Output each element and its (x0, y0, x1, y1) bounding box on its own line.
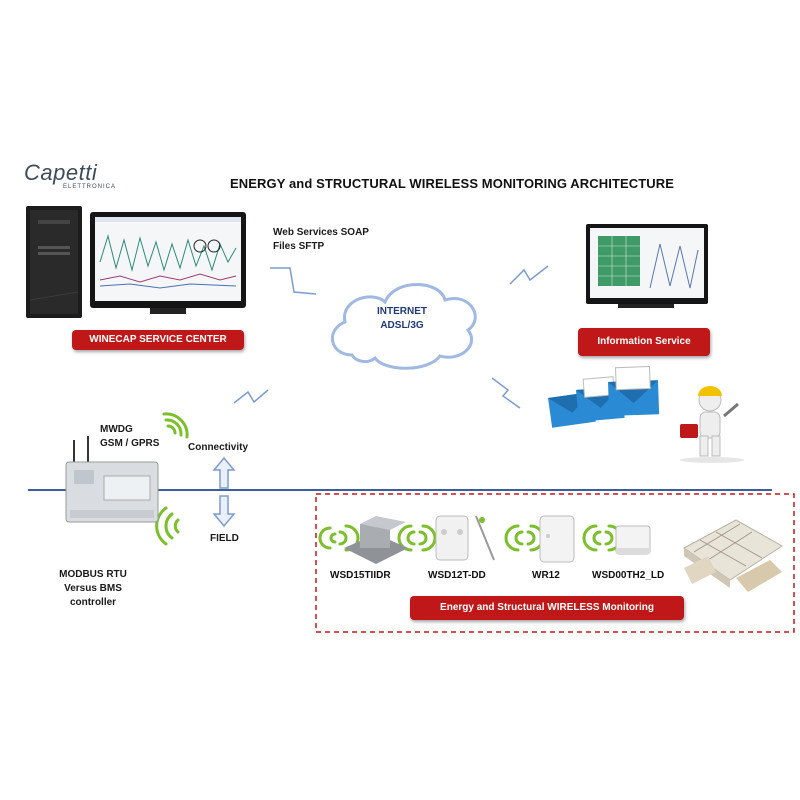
email-envelopes-icon (548, 366, 660, 428)
internet-connection-label: ADSL/3G (380, 320, 424, 331)
protocol-sftp-label: Files SFTP (273, 241, 325, 252)
connectivity-arrow-icon (212, 456, 236, 489)
sensor-wr12-icon (539, 515, 575, 563)
internet-cloud-icon (330, 283, 477, 370)
field-wifi-icon (155, 506, 180, 546)
sensor4-wifi-icon (582, 524, 623, 552)
modbus-label: MODBUS RTU (59, 569, 127, 580)
internet-label: INTERNET (377, 306, 427, 317)
gsm-gprs-label: GSM / GPRS (100, 438, 160, 449)
building-plan-icon (683, 519, 783, 592)
sensor-label-wsd12t-dd: WSD12T-DD (428, 570, 486, 581)
modbus-controller-label: controller (69, 597, 117, 608)
field-arrow-icon (212, 495, 236, 528)
diagram-title: ENERGY and STRUCTURAL WIRELESS MONITORIN… (230, 176, 675, 191)
sensor-label-wsd00th2-ld: WSD00TH2_LD (592, 570, 665, 581)
technician-icon (680, 386, 744, 463)
company-logo: Capetti (24, 160, 98, 185)
tower-pc-icon (26, 206, 82, 318)
gateway-device-icon (65, 436, 159, 523)
company-logo-subtext: ELETTRONICA (63, 184, 117, 190)
connectivity-label: Connectivity (188, 442, 249, 453)
modbus-bms-label: Versus BMS (64, 583, 122, 594)
sensor-wsd12t-dd-icon (435, 515, 495, 561)
sensor-wsd00th2-ld-icon (615, 525, 651, 555)
wireless-region-border (315, 493, 795, 633)
wireless-monitoring-button[interactable]: Energy and Structural WIRELESS Monitorin… (410, 596, 684, 620)
information-monitor-icon (586, 224, 708, 308)
gateway-wifi-icon (162, 412, 189, 439)
link-bolt-icon (233, 265, 549, 409)
sensor2-wifi-icon (397, 524, 437, 552)
protocol-soap-label: Web Services SOAP (273, 227, 369, 238)
mwdg-label: MWDG (100, 424, 133, 435)
service-center-monitor-icon (90, 212, 246, 314)
winecap-service-center-button[interactable]: WINECAP SERVICE CENTER (72, 330, 244, 350)
field-label: FIELD (210, 533, 239, 544)
information-service-button[interactable]: Information Service (578, 328, 710, 356)
sensor-label-wsd15tiidr: WSD15TIIDR (330, 570, 391, 581)
sensor-label-wr12: WR12 (532, 570, 560, 581)
sensor3-wifi-icon (504, 524, 545, 552)
sensor-wsd15tiidr-icon (344, 516, 408, 564)
